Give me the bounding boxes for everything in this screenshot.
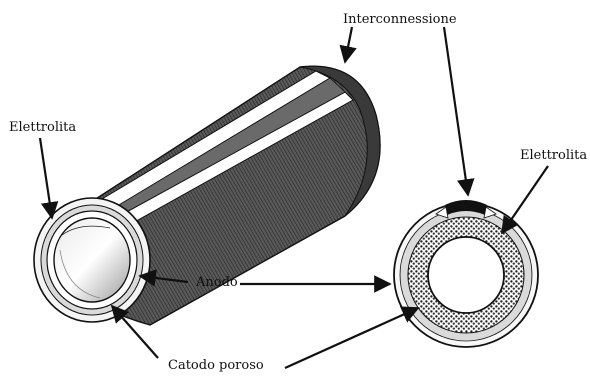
cs-bore — [428, 237, 504, 313]
label-interconnessione: Interconnessione — [343, 13, 457, 26]
label-elettrolita-right: Elettrolita — [520, 149, 587, 162]
label-catodo-poroso: Catodo poroso — [168, 359, 264, 372]
cross-section — [394, 201, 538, 348]
label-elettrolita-left: Elettrolita — [9, 121, 76, 134]
label-anodo: Anodo — [196, 276, 238, 289]
bore — [54, 218, 130, 302]
